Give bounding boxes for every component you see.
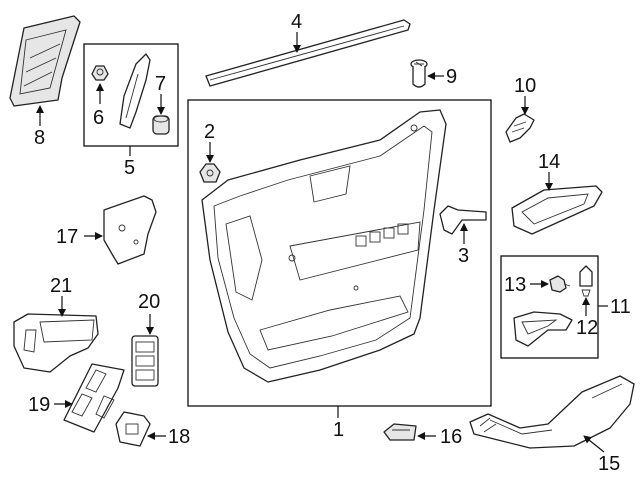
- callout-9: 9: [446, 66, 457, 88]
- callout-7: 7: [155, 73, 166, 95]
- part-10-bracket: [505, 113, 535, 143]
- callout-4: 4: [291, 11, 302, 33]
- callout-17: 17: [56, 226, 78, 248]
- part-21-switch-housing: [13, 313, 99, 373]
- callout-8: 8: [34, 127, 45, 149]
- part-6-clip: [91, 65, 109, 81]
- callout-6: 6: [93, 107, 104, 129]
- callout-3: 3: [458, 245, 469, 267]
- part-14-handle-bezel: [511, 185, 603, 235]
- main-panel-box: [187, 99, 492, 407]
- part-15-armrest: [469, 375, 635, 449]
- part-9-plug: [410, 59, 428, 88]
- group-box-11: [500, 255, 599, 359]
- callout-15: 15: [598, 453, 620, 475]
- part-17-bracket-panel: [103, 195, 157, 265]
- callout-12: 12: [576, 317, 598, 339]
- group-box-5: [83, 43, 179, 147]
- callout-2: 2: [204, 121, 215, 143]
- part-8-trim-panel: [9, 15, 81, 107]
- part-20-switch-module: [131, 335, 159, 387]
- part-2-clip: [199, 163, 221, 183]
- part-12-clip: [579, 265, 593, 297]
- part-1-door-panel: [201, 109, 447, 383]
- leader-15: [583, 435, 605, 453]
- part-19-window-switch: [63, 363, 125, 433]
- callout-18: 18: [168, 426, 190, 448]
- callout-21: 21: [50, 275, 72, 297]
- part-4-belt-molding: [205, 19, 411, 87]
- callout-11: 11: [610, 296, 631, 318]
- callout-13: 13: [504, 274, 526, 296]
- callout-10: 10: [514, 75, 536, 97]
- part-5-trim-strip: [119, 53, 151, 129]
- callout-5: 5: [124, 157, 135, 179]
- part-11-handle-insert: [513, 311, 573, 347]
- callout-20: 20: [138, 291, 160, 313]
- callout-14: 14: [538, 151, 560, 173]
- part-16-bezel: [383, 423, 417, 441]
- callout-19: 19: [28, 394, 50, 416]
- callout-16: 16: [440, 426, 462, 448]
- part-7-cap: [152, 115, 170, 135]
- part-18-single-switch: [115, 411, 151, 447]
- callout-1: 1: [333, 419, 344, 441]
- part-13-screw: [549, 275, 571, 293]
- part-3-bracket: [439, 205, 487, 235]
